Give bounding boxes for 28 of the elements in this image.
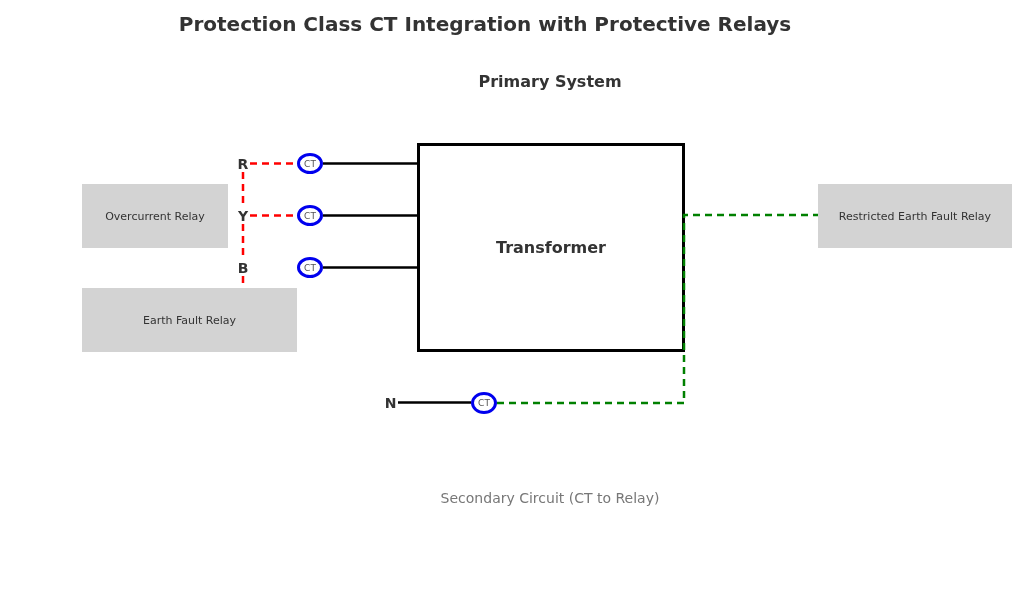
ct-text: CT <box>304 210 316 221</box>
wire <box>323 162 417 165</box>
phase-label: Y <box>236 207 250 224</box>
ct-text: CT <box>304 262 316 273</box>
relay-box <box>82 184 228 248</box>
diagram-title: Protection Class CT Integration with Protective Relays <box>177 12 793 36</box>
wire <box>323 266 417 269</box>
relay-label: Restricted Earth Fault Relay <box>838 209 992 223</box>
relay-box <box>82 288 297 352</box>
phase-label: N <box>383 394 398 411</box>
wire <box>398 401 471 404</box>
current-transformer-circle <box>297 153 323 174</box>
relay-label: Overcurrent Relay <box>105 209 205 223</box>
phase-label: R <box>236 155 250 172</box>
section-heading: Primary System <box>477 72 623 91</box>
relay-box <box>818 184 1012 248</box>
transformer-label: Transformer <box>496 238 606 257</box>
wire <box>323 214 417 217</box>
transformer-box <box>417 143 685 352</box>
relay-label: Earth Fault Relay <box>142 313 237 327</box>
section-caption: Secondary Circuit (CT to Relay) <box>439 490 661 506</box>
dashed-wire <box>497 213 818 405</box>
ct-text: CT <box>478 398 490 408</box>
current-transformer-circle <box>471 392 497 414</box>
current-transformer-circle <box>297 257 323 278</box>
ct-text: CT <box>304 158 316 169</box>
current-transformer-circle <box>297 205 323 226</box>
phase-label: B <box>236 259 250 276</box>
